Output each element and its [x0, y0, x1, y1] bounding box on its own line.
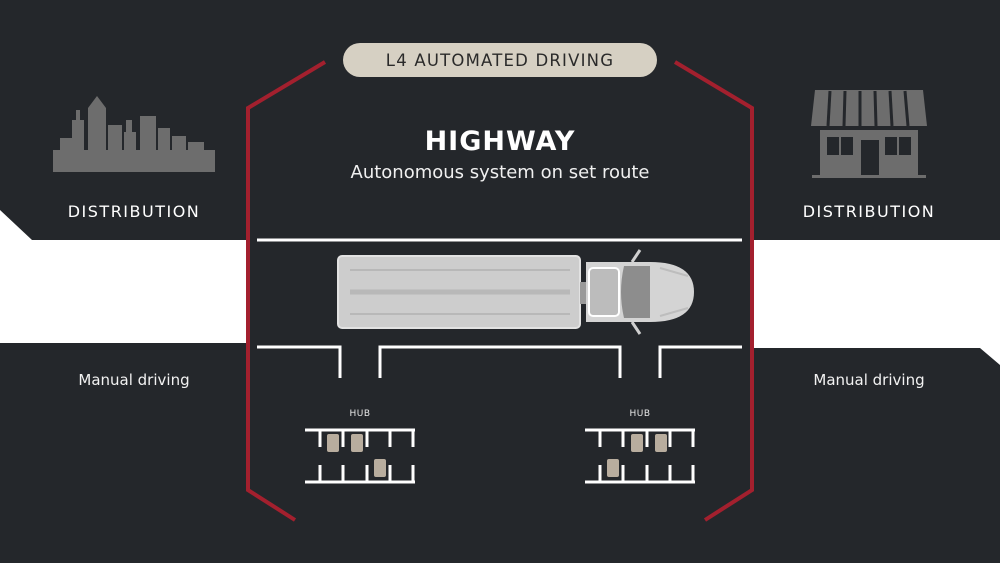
parked-vehicle	[327, 434, 339, 452]
highway-title: HIGHWAY	[424, 126, 576, 157]
hub-parking-left	[305, 428, 415, 484]
parked-vehicle	[655, 434, 667, 452]
truck-icon	[337, 249, 694, 335]
exit-ramp-right	[658, 345, 742, 378]
left-distribution-label: DISTRIBUTION	[67, 202, 201, 221]
hub-label-left: HUB	[349, 409, 371, 419]
right-bracket	[673, 60, 754, 522]
left-road-band	[0, 210, 248, 343]
highway-bottom-line	[378, 345, 622, 378]
left-bracket	[246, 60, 327, 522]
parked-vehicle	[607, 459, 619, 477]
parked-vehicle	[631, 434, 643, 452]
right-manual-driving-label: Manual driving	[813, 371, 925, 389]
left-manual-driving-label: Manual driving	[78, 371, 190, 389]
parked-vehicle	[351, 434, 363, 452]
highway-subtitle: Autonomous system on set route	[350, 162, 650, 183]
right-distribution-label: DISTRIBUTION	[802, 202, 936, 221]
parked-vehicle	[374, 459, 386, 477]
exit-ramp-left	[257, 345, 342, 378]
hub-parking-right	[585, 428, 695, 484]
automation-level-badge: L4 AUTOMATED DRIVING	[343, 43, 657, 77]
city-skyline-icon	[53, 96, 215, 172]
hub-label-right: HUB	[629, 409, 651, 419]
storefront-icon	[811, 90, 927, 178]
right-road-band	[752, 240, 1000, 365]
